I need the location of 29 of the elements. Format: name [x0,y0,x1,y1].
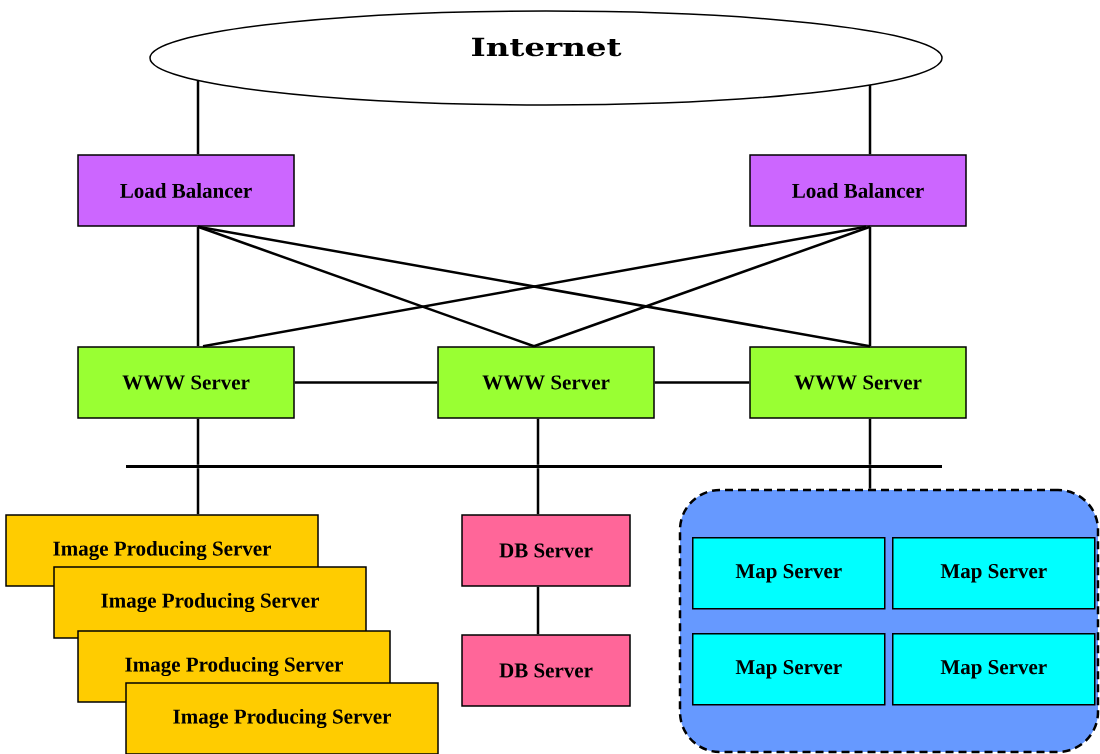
connector-line [294,381,438,384]
connector-line [536,586,540,635]
load-balancer-box: Load Balancer [749,154,967,227]
server-box: Map Server [692,537,886,610]
connector-line [868,85,872,155]
connector-line [533,225,871,348]
connector-line [868,226,872,347]
server-box: WWW Server [437,346,655,419]
connector-line [196,468,200,515]
server-box: Image Producing Server [125,682,439,754]
server-box: WWW Server [749,346,967,419]
connector-line [196,226,200,347]
server-box: DB Server [461,514,631,587]
connector-line [654,381,750,384]
connector-line [196,80,200,155]
server-box: Image Producing Server [53,566,367,639]
load-balancer-box: Load Balancer [77,154,295,227]
server-box: Map Server [892,537,1096,610]
bus-line [126,465,942,468]
connector-line [868,418,872,465]
connector-line [196,418,200,465]
connector-line [536,468,540,515]
server-box: DB Server [461,634,631,707]
server-box: WWW Server [77,346,295,419]
connector-line [197,225,535,348]
connector-line [536,418,540,465]
server-box: Map Server [892,633,1096,706]
connector-line [868,468,872,489]
server-box: Map Server [692,633,886,706]
